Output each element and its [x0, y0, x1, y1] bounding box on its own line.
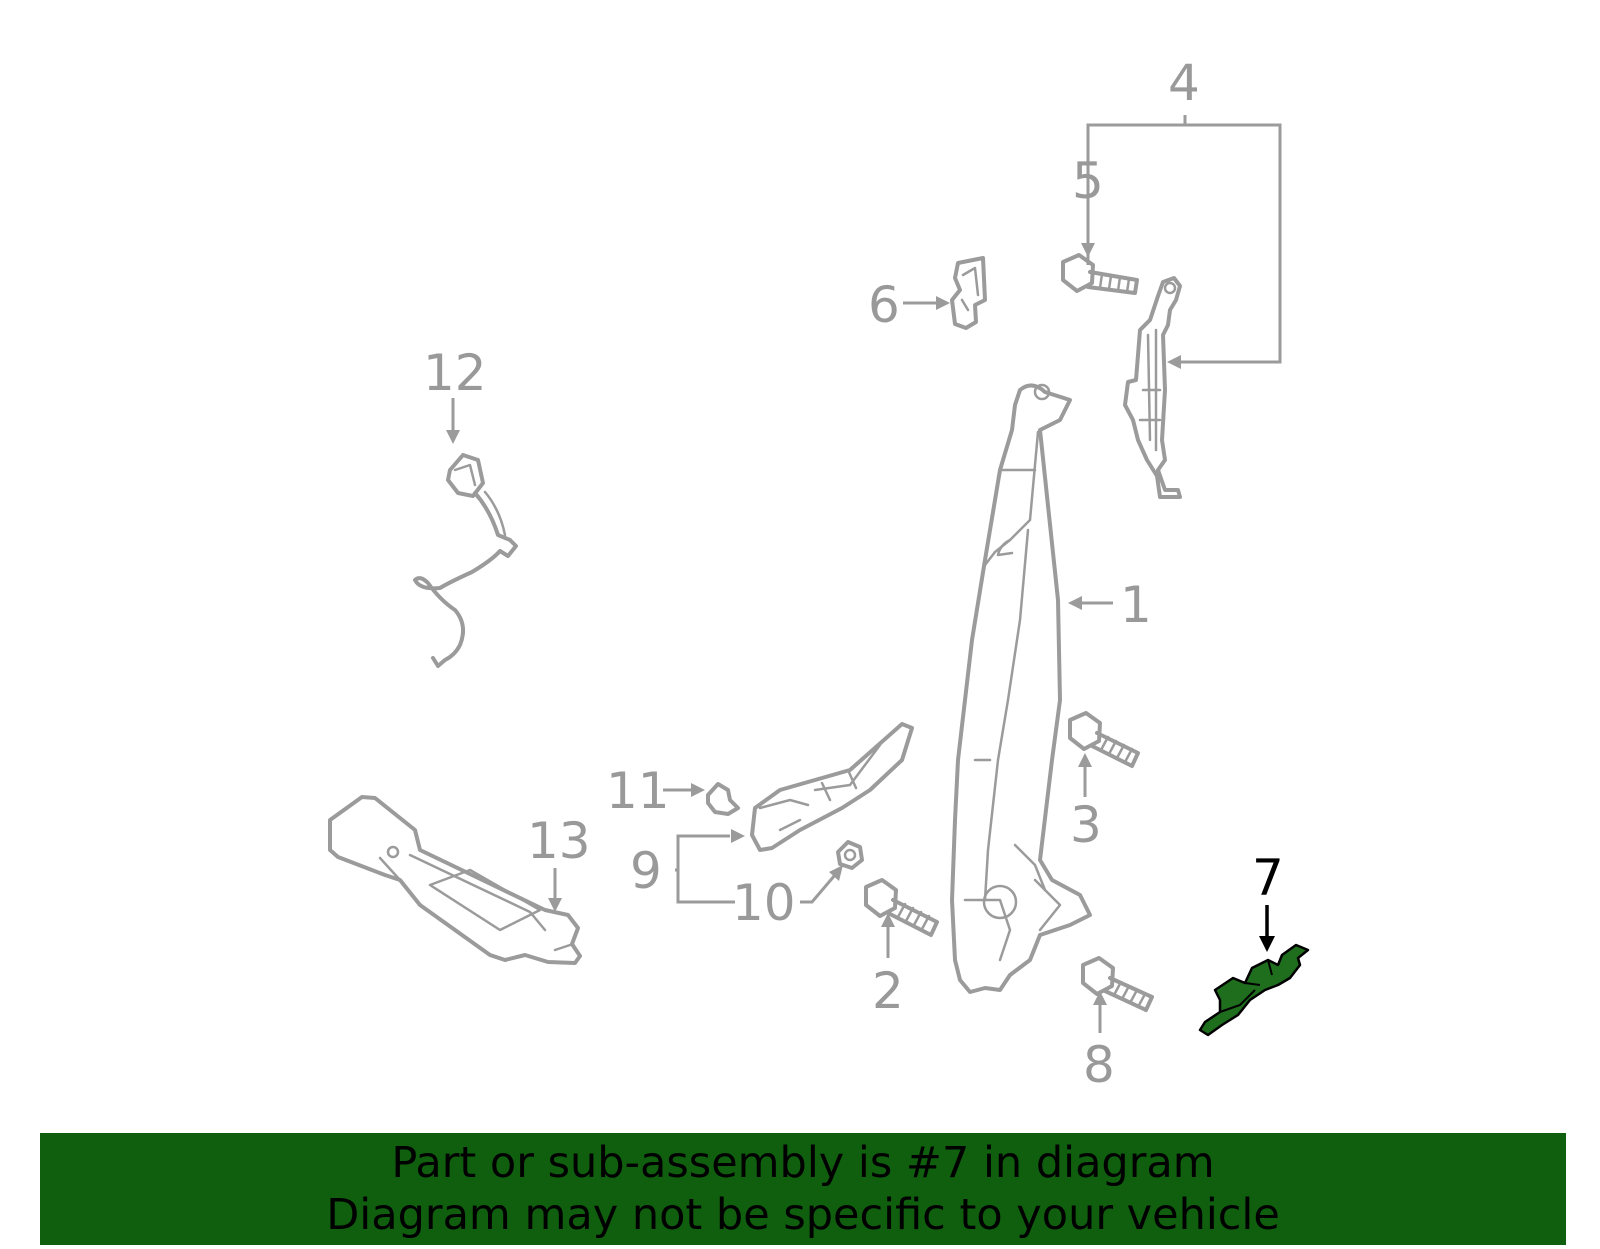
callout-8[interactable]: 8 — [1083, 1036, 1115, 1094]
part-2-bolt — [864, 878, 939, 937]
part-6-bracket — [950, 256, 987, 330]
callout-1[interactable]: 1 — [1120, 576, 1152, 634]
leader-12 — [446, 398, 460, 444]
callout-10[interactable]: 10 — [732, 874, 796, 932]
leader-6 — [903, 296, 950, 310]
callout-3[interactable]: 3 — [1070, 796, 1102, 854]
part-9-trim-cover — [750, 722, 914, 852]
leader-7[interactable] — [1259, 905, 1275, 952]
part-8-bolt — [1081, 956, 1154, 1012]
leader-9 — [675, 829, 745, 904]
callout-13[interactable]: 13 — [527, 812, 591, 870]
leader-5 — [1081, 205, 1095, 257]
part-1-seat-belt-retractor — [950, 383, 1092, 994]
callout-11[interactable]: 11 — [606, 762, 670, 820]
callout-4[interactable]: 4 — [1168, 54, 1200, 112]
leader-8 — [1093, 991, 1107, 1033]
leader-1 — [1068, 596, 1113, 610]
callout-5[interactable]: 5 — [1072, 152, 1104, 210]
callout-9[interactable]: 9 — [630, 842, 662, 900]
leader-13 — [548, 868, 562, 912]
info-banner: Part or sub-assembly is #7 in diagram Di… — [40, 1133, 1566, 1245]
leader-2 — [881, 913, 895, 958]
part-7-highlighted-bracket — [1198, 943, 1310, 1037]
callout-2[interactable]: 2 — [872, 962, 904, 1020]
leader-3 — [1078, 753, 1092, 797]
banner-line-2: Diagram may not be specific to your vehi… — [326, 1190, 1280, 1240]
part-11-clip — [706, 782, 740, 816]
callout-7[interactable]: 7 — [1252, 849, 1284, 907]
callout-12[interactable]: 12 — [423, 344, 487, 402]
part-3-bolt — [1068, 711, 1140, 768]
leader-4 — [1086, 115, 1282, 369]
callout-6[interactable]: 6 — [868, 276, 900, 334]
banner-line-1: Part or sub-assembly is #7 in diagram — [391, 1138, 1215, 1188]
leader-11 — [663, 783, 705, 797]
part-5-bolt — [1061, 253, 1139, 295]
leader-10 — [800, 865, 843, 904]
part-4-height-adjuster — [1123, 276, 1182, 499]
part-13-seat-belt-buckle — [328, 795, 582, 965]
part-12-sensor-harness — [413, 453, 518, 668]
part-10-nut — [836, 840, 864, 870]
